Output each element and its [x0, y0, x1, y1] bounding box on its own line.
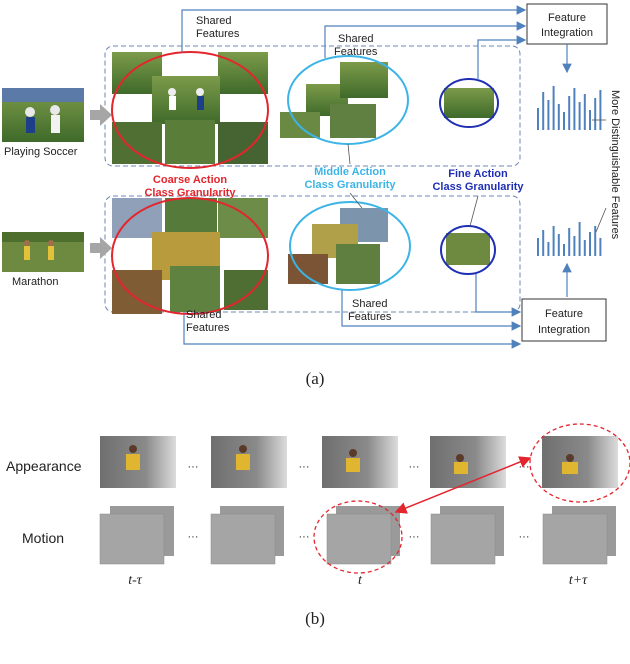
marathon-label: Marathon	[12, 276, 58, 288]
feature-integration-box-bottom: Feature Integration	[521, 298, 607, 342]
motion-label: Motion	[22, 530, 64, 546]
bottom-input-arrow	[90, 237, 112, 259]
shared-features-top-inner-line1: Shared	[338, 33, 373, 45]
fine-granularity-ellipse-top	[439, 78, 499, 128]
panel-a: Playing Soccer Marathon	[2, 3, 621, 388]
side-label-leader-bottom	[595, 207, 607, 233]
coarse-granularity-ellipse-top	[111, 51, 269, 169]
caption-b: (b)	[305, 609, 325, 628]
appearance-ellipsis-4: ···	[519, 461, 530, 473]
fine-label-line1: Fine Action	[448, 168, 508, 180]
motion-ellipsis-2: ···	[299, 531, 310, 543]
shared-features-bottom-outer-line2: Features	[186, 322, 230, 334]
fine-label-line2: Class Granularity	[432, 181, 524, 193]
appearance-ellipsis-3: ···	[409, 461, 420, 473]
motion-ellipsis-1: ···	[188, 531, 199, 543]
fine-leader-line	[469, 195, 479, 227]
time-label-end: t+τ	[569, 573, 588, 588]
shared-features-top-outer-arrow	[181, 5, 527, 52]
appearance-frame-1	[100, 436, 176, 488]
appearance-frame-2	[211, 436, 287, 488]
coarse-label-line2: Class Granularity	[144, 187, 236, 199]
feature-integration-top-line1: Feature	[548, 12, 586, 24]
motion-frame-2	[210, 506, 284, 565]
playing-soccer-input-image	[2, 88, 84, 142]
middle-leader-line	[349, 192, 363, 209]
feature-integration-bottom-line2: Integration	[538, 324, 590, 336]
middle-label-line1: Middle Action	[314, 166, 386, 178]
middle-granularity-ellipse-bottom	[289, 201, 411, 291]
shared-features-top-inner-arrow	[324, 21, 527, 58]
time-label-mid: t	[358, 573, 363, 588]
panel-b: Appearance Motion	[6, 423, 630, 628]
appearance-frames	[100, 436, 618, 488]
bottom-fine-image	[446, 233, 490, 265]
motion-frame-3	[326, 506, 400, 565]
shared-features-bottom-outer-line1: Shared	[186, 309, 221, 321]
motion-frame-4	[430, 506, 504, 565]
shared-features-bottom-outer-arrow	[183, 314, 522, 349]
fine-bottom-arrow	[475, 274, 522, 317]
top-middle-collage	[280, 62, 388, 138]
bottom-coarse-collage	[112, 198, 268, 314]
top-fine-image	[444, 88, 494, 118]
motion-frame-5	[542, 506, 616, 565]
motion-frame-1	[99, 506, 174, 565]
shared-features-bottom-inner-arrow	[341, 290, 522, 331]
coarse-granularity-ellipse-bottom	[111, 197, 269, 315]
shared-features-top-outer-line2: Features	[196, 28, 240, 40]
top-input-arrow	[90, 104, 112, 126]
fine-granularity-ellipse-bottom	[440, 225, 496, 275]
bottom-middle-collage	[288, 208, 388, 284]
appearance-label: Appearance	[6, 458, 82, 474]
shared-features-bottom-inner-line1: Shared	[352, 298, 387, 310]
coarse-label-line1: Coarse Action	[153, 174, 227, 186]
feature-bars-top	[537, 86, 602, 130]
appearance-frame-3	[322, 436, 398, 488]
appearance-ellipsis-1: ···	[188, 461, 199, 473]
playing-soccer-label: Playing Soccer	[4, 146, 78, 158]
marathon-input-image	[2, 232, 84, 272]
middle-leader-line-top	[347, 143, 351, 165]
motion-ellipsis-3: ···	[409, 531, 420, 543]
motion-ellipsis-4: ···	[519, 531, 530, 543]
motion-highlight-ellipse	[313, 500, 403, 574]
shared-features-top-outer-line1: Shared	[196, 15, 231, 27]
feature-integration-top-line2: Integration	[541, 27, 593, 39]
fine-top-arrow	[477, 35, 527, 80]
middle-label-line2: Class Granularity	[304, 179, 396, 191]
caption-a: (a)	[306, 369, 325, 388]
motion-frames	[99, 506, 616, 565]
appearance-motion-link-arrow	[394, 456, 532, 514]
appearance-frame-5	[542, 436, 618, 488]
more-distinguishable-features-label: More Distinguishable Features	[609, 90, 621, 240]
appearance-frame-4	[430, 436, 506, 488]
feature-integration-bottom-line1: Feature	[545, 308, 583, 320]
feature-bars-bottom	[537, 222, 602, 256]
top-coarse-collage	[112, 52, 268, 164]
time-label-start: t-τ	[128, 573, 143, 588]
feature-integration-box-top: Feature Integration	[526, 3, 608, 45]
shared-features-bottom-inner-line2: Features	[348, 311, 392, 323]
appearance-ellipsis-2: ···	[299, 461, 310, 473]
shared-features-top-inner-line2: Features	[334, 46, 378, 58]
